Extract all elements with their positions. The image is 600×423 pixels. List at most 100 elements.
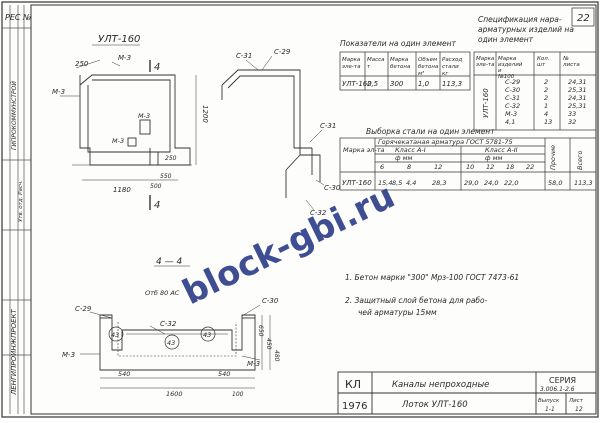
- volumes-header-cell: стали: [442, 64, 459, 70]
- spec-mark-cell: 4,1: [505, 118, 515, 126]
- tb-name2: Лоток УЛТ-160: [401, 400, 468, 410]
- m3-inner2: М-3: [112, 137, 124, 145]
- spec-mark-cell: М-3: [505, 110, 517, 118]
- volumes-header-cell: Марка: [342, 57, 361, 63]
- steel-cell: 8,5: [392, 179, 402, 187]
- sec-dim-540a: 540: [118, 370, 130, 378]
- section-mark-bottom: 4: [154, 200, 160, 211]
- iso-c30: С-30: [324, 184, 341, 192]
- spec-mark-cell: С-29: [505, 78, 520, 86]
- volumes-header-cell: Масса: [367, 57, 385, 63]
- spec-qty-cell: 2: [544, 86, 548, 94]
- dim-1200: 1200: [201, 105, 209, 123]
- steel-dia-cell: 8: [407, 163, 411, 171]
- note-2b: чей арматуры 15мм: [358, 308, 437, 317]
- volumes-header-cell: м³: [418, 70, 425, 77]
- sec-m3: М-3: [62, 351, 75, 359]
- dim-1180: 1180: [113, 186, 131, 194]
- spec-title-2: арматурных изделий на: [478, 25, 574, 34]
- spec-header-cell: и: [498, 68, 502, 74]
- dim-550: 550: [160, 173, 172, 180]
- tb-sheet-label: Лист: [568, 398, 584, 404]
- steel-cell: 113,3: [574, 179, 593, 187]
- steel-class2: Класс А-II: [485, 146, 518, 154]
- steel-other: Прочие: [549, 145, 557, 170]
- section-view: 4 — 4 Отб 80 АС: [80, 257, 271, 389]
- m3-left: М-3: [52, 88, 65, 96]
- steel-dia-cell: 18: [506, 163, 514, 171]
- plan-title: УЛТ-160: [98, 34, 140, 45]
- note-1: 1. Бетон марки "300" Мрз-100 ГОСТ 7473-6…: [345, 273, 519, 282]
- steel-cell: 29,0: [464, 179, 478, 187]
- steel-cell: 22,0: [504, 179, 518, 187]
- sec-dim-1600: 1600: [166, 390, 183, 398]
- spec-sheet-cell: 33: [568, 110, 576, 118]
- notes: 1. Бетон марки "300" Мрз-100 ГОСТ 7473-6…: [345, 273, 519, 317]
- volumes-header-cell: бетона: [418, 64, 439, 70]
- callout-1: 43: [111, 331, 119, 339]
- section-scale: Отб 80 АС: [145, 289, 180, 297]
- volumes-header-cell: Марка: [390, 57, 409, 63]
- iso-c29: С-29: [274, 48, 291, 56]
- tb-kl: КЛ: [345, 378, 361, 391]
- spec-header-cell: Марка: [498, 56, 517, 62]
- callout-circle-3: [200, 326, 216, 342]
- volumes-cell: 2,5: [367, 80, 379, 88]
- note-2a: 2. Защитный слой бетона для рабо-: [345, 296, 488, 305]
- sec-dim-450: 450: [265, 338, 272, 350]
- inner-frame: [30, 4, 597, 415]
- iso-c31a: С-31: [236, 52, 252, 60]
- volumes-cell: УЛТ-160: [342, 80, 372, 88]
- tb-name1: Каналы непроходные: [392, 380, 489, 390]
- volumes-table: Показатели на один элемент Маркаэле-таМа…: [339, 39, 471, 91]
- strip-block: ЛЕНГИПРОИНЖПРОЕКТ: [10, 308, 18, 396]
- tb-issue-value: 1-1: [545, 406, 555, 413]
- sec-dim-100: 100: [232, 391, 244, 398]
- steel-dia-cell: 12: [434, 163, 442, 171]
- callout-circle-2: [164, 334, 180, 350]
- spec-mark-cell: С-30: [505, 86, 520, 94]
- callout-2: 43: [167, 339, 175, 347]
- steel-group: Горячекатаная арматура ГОСТ 5781-75: [378, 138, 513, 146]
- spec-qty-cell: 4: [544, 110, 548, 118]
- sec-dim-540b: 540: [218, 370, 230, 378]
- watermark: block-gbi.ru: [176, 176, 401, 313]
- spec-sheet-cell: 25,31: [568, 102, 587, 110]
- tb-series-value: 3.006.1-2.6: [540, 386, 575, 393]
- dim-500: 500: [150, 183, 162, 190]
- dim-250: 250: [75, 60, 89, 68]
- sec-c29: С-29: [75, 305, 92, 313]
- volumes-cell: 300: [390, 80, 404, 88]
- volumes-header-cell: кг: [442, 71, 448, 77]
- steel-dia2: ф мм: [485, 154, 503, 162]
- volumes-cell: 113,3: [442, 80, 462, 88]
- sec-m3b: М-3: [247, 360, 260, 368]
- title-block: КЛ 1976 Каналы непроходные Лоток УЛТ-160…: [337, 371, 597, 415]
- m3-inner: М-3: [138, 112, 150, 120]
- spec-element: УЛТ-160: [482, 88, 490, 118]
- volumes-header-cell: т: [367, 64, 371, 70]
- tb-sheet-value: 12: [575, 406, 583, 413]
- strip-org: ГИПРОКОММУНСТРОЙ: [11, 81, 18, 150]
- spec-mark-cell: С-31: [505, 94, 520, 102]
- steel-cell: 24,0: [484, 179, 498, 187]
- spec-header-cell: эле-та: [476, 62, 495, 68]
- steel-cell: 4,4: [406, 179, 416, 187]
- tb-issue-label: Выпуск: [538, 398, 560, 404]
- steel-total: Всего: [576, 151, 584, 170]
- volumes-header-cell: Объем: [418, 57, 437, 63]
- tb-series-label: СЕРИЯ: [549, 376, 576, 385]
- spec-header-cell: Кол.: [537, 56, 550, 62]
- volumes-cell: 1,0: [418, 80, 430, 88]
- callout-3: 43: [203, 331, 211, 339]
- left-strip: PEC № ГИПРОКОММУНСТРОЙ Утв. отд. Расч. Л…: [2, 5, 31, 414]
- steel-title: Выборка стали на один элемент: [366, 127, 495, 136]
- sec-c30: С-30: [262, 297, 279, 305]
- steel-dia-cell: 10: [466, 163, 474, 171]
- sec-c32: С-32: [160, 320, 177, 328]
- spec-sheet-cell: 24,31: [568, 94, 587, 102]
- spec-qty-cell: 1: [544, 102, 548, 110]
